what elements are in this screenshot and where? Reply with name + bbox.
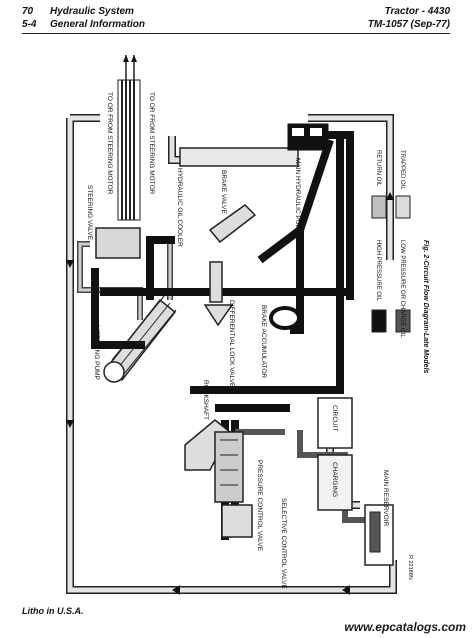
legend-label-high-pressure: HIGH PRESSURE OIL xyxy=(375,240,381,302)
label-pressure-control: PRESSURE CONTROL VALVE xyxy=(256,460,263,552)
label-oil-cooler: HYDRAULIC OIL COOLER xyxy=(176,168,183,247)
label-metering-pump: METERING PUMP xyxy=(93,325,100,380)
flow-arrows xyxy=(66,192,394,595)
label-main-pump: MAIN HYDRAULIC PUMP xyxy=(294,158,301,234)
rockshaft-assembly xyxy=(184,419,253,538)
legend-swatch-trapped-oil xyxy=(395,195,411,219)
legend-swatch-return-oil xyxy=(371,195,387,219)
figure-caption: Fig. 2-Circuit Flow Diagram-Late Models xyxy=(422,240,429,374)
label-charging: CHARGING xyxy=(331,462,338,497)
label-diff-lock: DIFFERENTIAL LOCK VALVE xyxy=(228,300,235,388)
page-number: 70 xyxy=(22,6,34,17)
main-reservoir xyxy=(364,504,394,566)
watermark: www.epcatalogs.com xyxy=(344,620,466,634)
main-hydraulic-pump xyxy=(287,123,329,151)
filter-assembly xyxy=(317,397,353,511)
label-brake-valve: BRAKE VALVE xyxy=(220,170,227,214)
label-rockshaft: ROCKSHAFT xyxy=(202,380,209,420)
label-steering-valve: STEERING VALVE xyxy=(86,185,93,241)
legend-label-trapped-oil: TRAPPED OIL xyxy=(399,150,405,190)
legend-label-low-pressure: LOW PRESSURE OR CHARGE OIL xyxy=(399,240,405,338)
legend: RETURN OIL TRAPPED OIL HIGH PRESSURE OIL… xyxy=(371,150,411,338)
legend-swatch-high-pressure xyxy=(371,309,387,333)
section-subtitle: General Information xyxy=(50,19,146,30)
label-circuit: CIRCUIT xyxy=(331,405,338,431)
legend-swatch-low-pressure xyxy=(395,309,411,333)
header-rule xyxy=(22,33,450,34)
litho-note: Litho in U.S.A. xyxy=(22,606,84,616)
label-main-reservoir: MAIN RESERVOIR xyxy=(382,470,389,527)
steering-motor-lines xyxy=(117,55,141,221)
component-labels: TO OR FROM STEERING MOTOR TO OR FROM STE… xyxy=(86,92,413,590)
section-title: Hydraulic System xyxy=(50,6,134,17)
legend-label-return-oil: RETURN OIL xyxy=(375,150,381,187)
brake-valve xyxy=(208,204,257,244)
metering-pump-assembly xyxy=(103,294,177,383)
label-selective-control: SELECTIVE CONTROL VALVE xyxy=(280,498,287,590)
label-brake-accumulator: BRAKE ACCUMULATOR xyxy=(260,305,267,378)
differential-lock-valve xyxy=(203,261,234,327)
machine-title: Tractor - 4430 xyxy=(384,6,450,17)
label-steering-motor-1: TO OR FROM STEERING MOTOR xyxy=(106,92,113,195)
manual-number: TM-1057 (Sep-77) xyxy=(367,19,450,30)
brake-accumulator xyxy=(269,306,301,330)
oil-cooler xyxy=(179,147,299,167)
drawing-number: R 22188N xyxy=(407,555,413,580)
label-steering-motor-2: TO OR FROM STEERING MOTOR xyxy=(148,92,155,195)
section-number: 5-4 xyxy=(22,19,37,30)
